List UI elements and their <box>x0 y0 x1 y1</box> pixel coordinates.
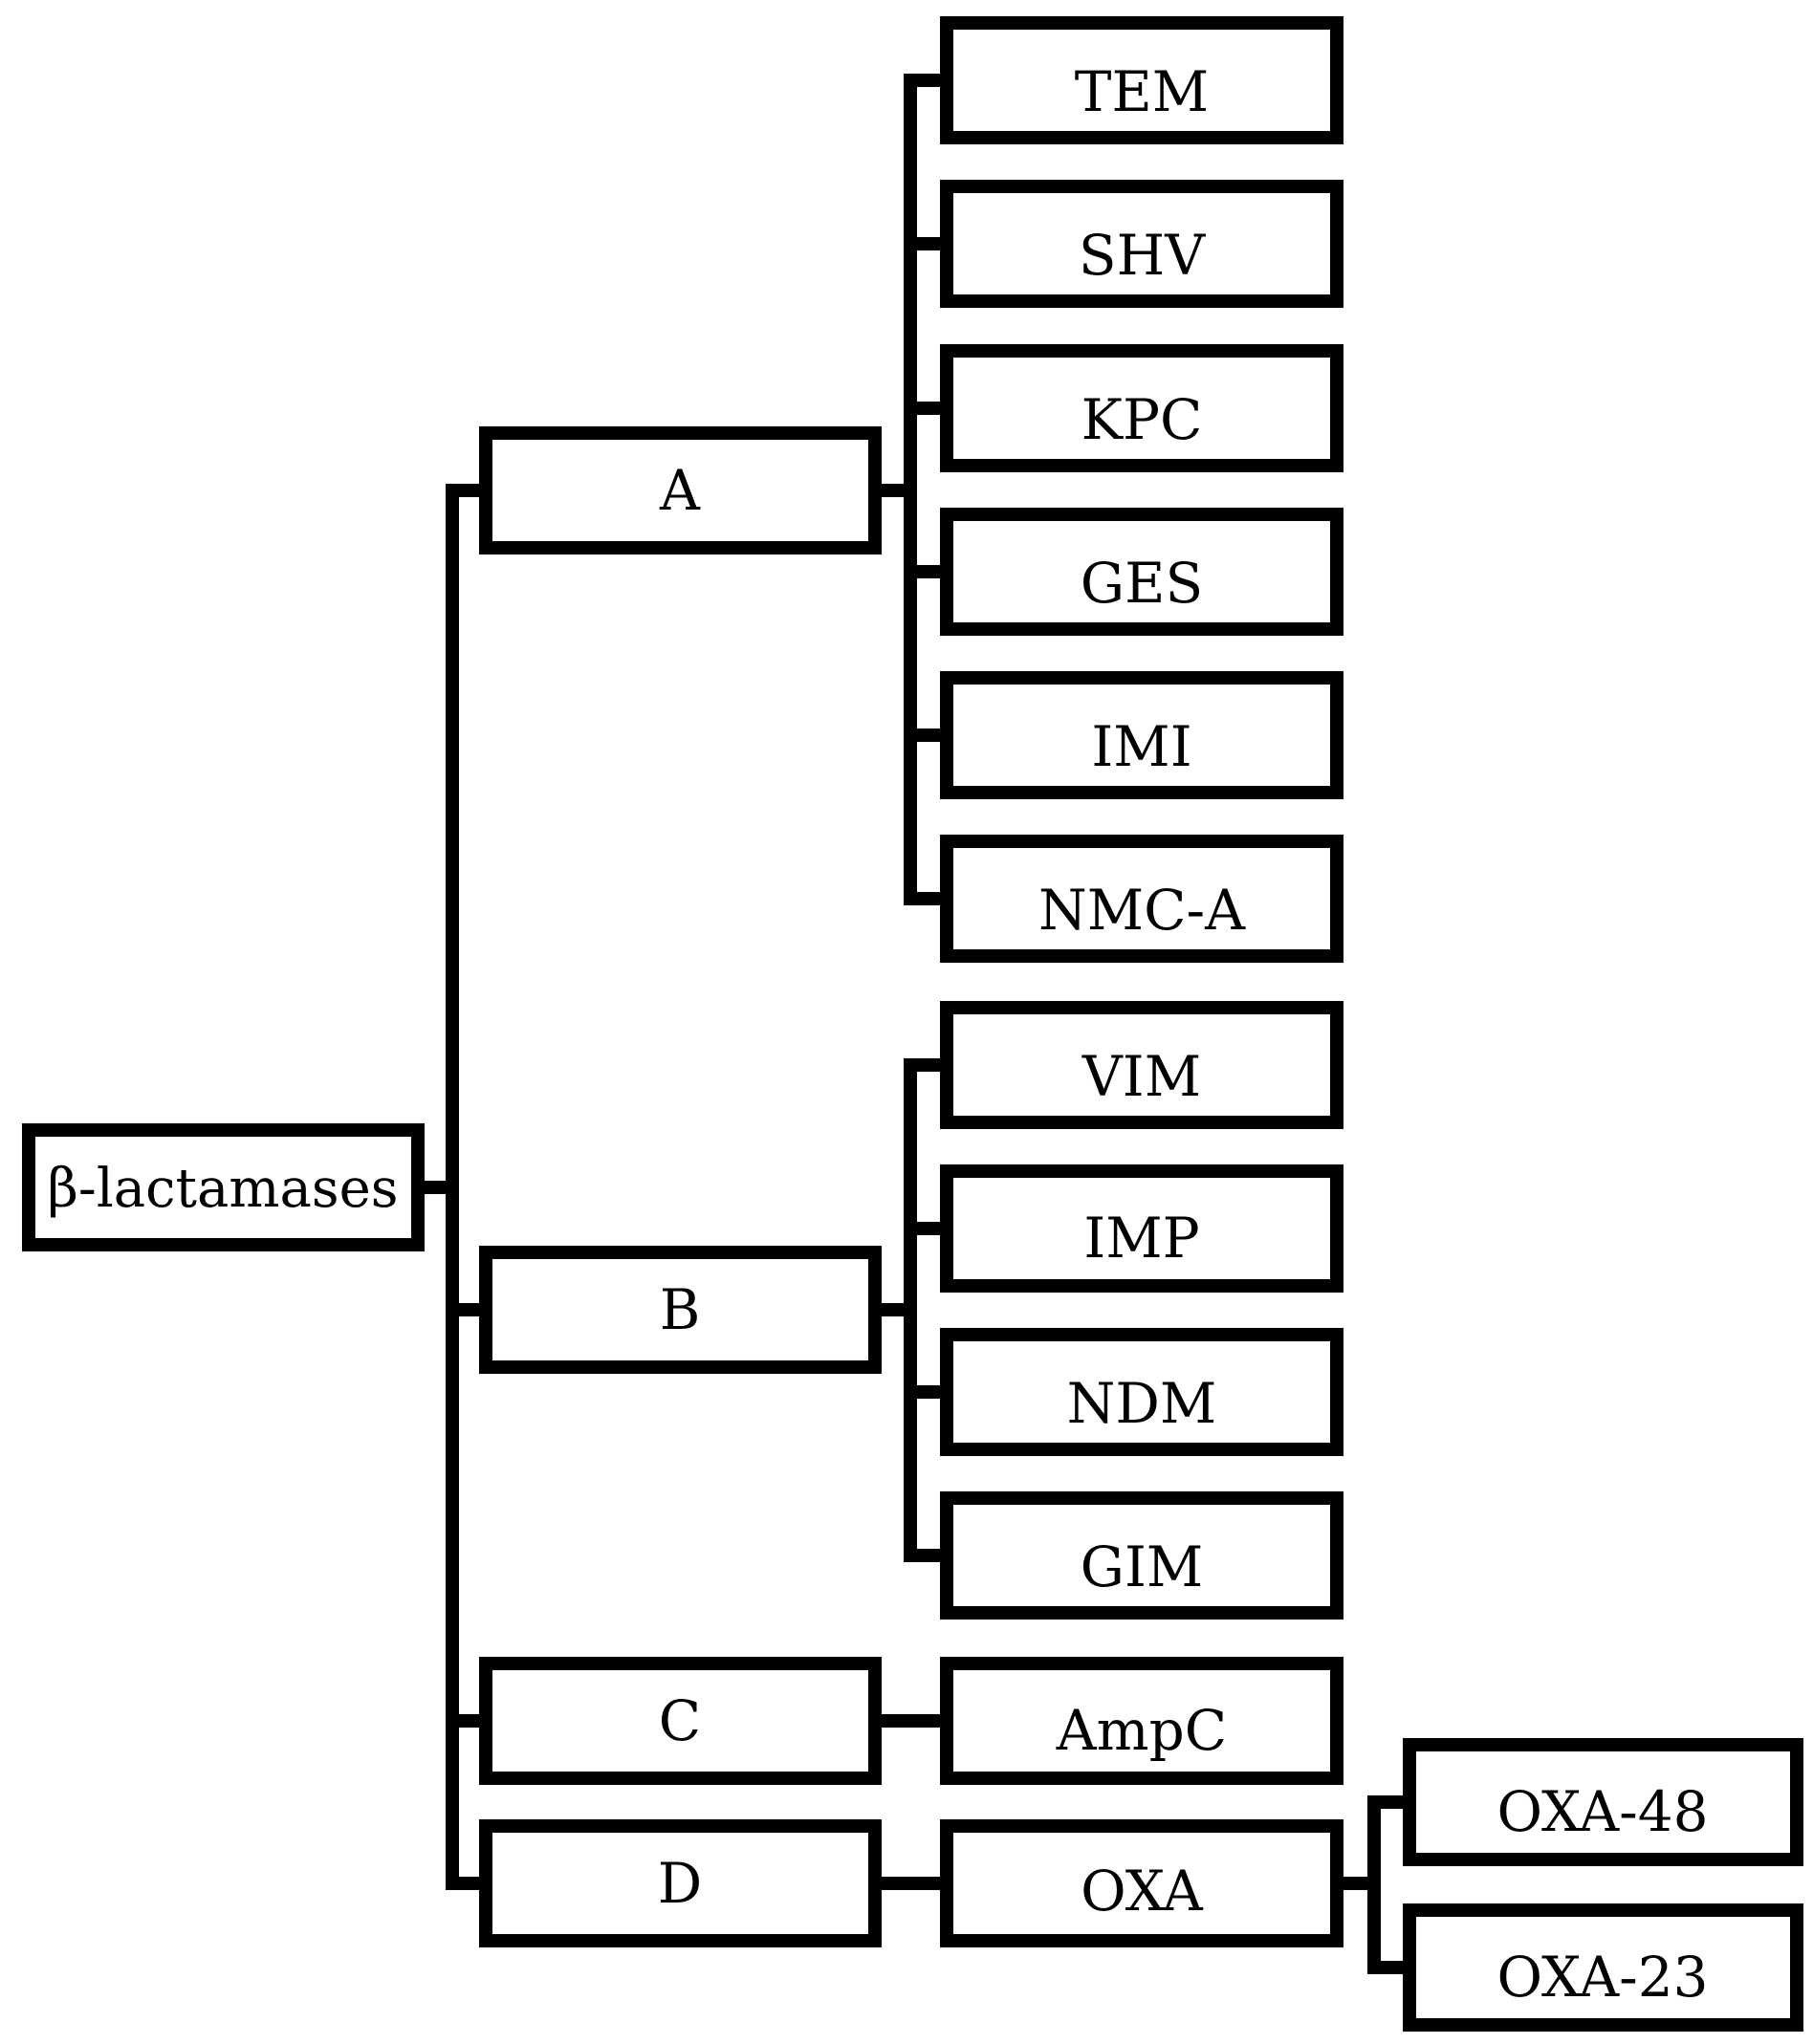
node-root-label: β-lactamases <box>48 1158 399 1220</box>
node-gim-label: GIM <box>1081 1534 1204 1599</box>
node-imp-box <box>940 1164 1343 1293</box>
node-ges: GES <box>940 508 1343 636</box>
node-imp: IMP <box>940 1164 1343 1293</box>
node-gim-box <box>940 1491 1343 1620</box>
node-vim-label: VIM <box>1081 1044 1201 1109</box>
node-vim: VIM <box>940 1001 1343 1129</box>
node-nmc-a-box <box>940 835 1343 963</box>
node-ndm-box <box>940 1328 1343 1456</box>
node-class-a: A <box>479 426 882 554</box>
node-imi: IMI <box>940 671 1343 799</box>
node-oxa-48: OXA-48 <box>1403 1738 1803 1866</box>
node-class-c: C <box>479 1657 882 1785</box>
node-gim: GIM <box>940 1491 1343 1620</box>
node-imi-box <box>940 671 1343 799</box>
node-shv-box <box>940 180 1343 308</box>
node-ndm: NDM <box>940 1328 1343 1456</box>
node-class-d: D <box>479 1819 882 1947</box>
node-imi-label: IMI <box>1091 714 1191 779</box>
node-class-b-label: B <box>660 1277 701 1342</box>
node-oxa-48-label: OXA-48 <box>1496 1779 1708 1844</box>
node-kpc: KPC <box>940 344 1343 472</box>
node-class-d-label: D <box>658 1851 703 1916</box>
node-shv-label: SHV <box>1079 223 1206 288</box>
node-class-a-label: A <box>659 458 701 523</box>
node-oxa-box <box>940 1819 1343 1947</box>
node-class-d-box <box>479 1819 882 1947</box>
node-tem: TEM <box>940 16 1343 144</box>
node-ampc-label: AmpC <box>1056 1698 1227 1763</box>
node-root-box <box>22 1123 425 1251</box>
node-vim-box <box>940 1001 1343 1129</box>
node-kpc-box <box>940 344 1343 472</box>
node-class-c-label: C <box>659 1688 701 1753</box>
node-oxa: OXA <box>940 1819 1343 1947</box>
node-ges-label: GES <box>1081 551 1203 616</box>
node-oxa-23-box <box>1403 1903 1803 2032</box>
node-oxa-label: OXA <box>1081 1859 1204 1924</box>
node-class-c-box <box>479 1657 882 1785</box>
node-ndm-label: NDM <box>1067 1371 1217 1436</box>
node-kpc-label: KPC <box>1081 387 1203 452</box>
node-ampc-box <box>940 1657 1343 1785</box>
node-imp-label: IMP <box>1083 1206 1199 1271</box>
node-nmc-a-label: NMC-A <box>1038 878 1246 943</box>
node-ampc: AmpC <box>940 1657 1343 1785</box>
node-tem-box <box>940 16 1343 144</box>
node-oxa-23-label: OXA-23 <box>1496 1945 1708 2010</box>
node-tem-label: TEM <box>1075 59 1209 124</box>
node-ges-box <box>940 508 1343 636</box>
node-shv: SHV <box>940 180 1343 308</box>
node-class-a-box <box>479 426 882 554</box>
node-nmc-a: NMC-A <box>940 835 1343 963</box>
node-root: β-lactamases <box>22 1123 425 1251</box>
node-class-b-box <box>479 1246 882 1374</box>
node-oxa-23: OXA-23 <box>1403 1903 1803 2032</box>
node-class-b: B <box>479 1246 882 1374</box>
node-oxa-48-box <box>1403 1738 1803 1866</box>
